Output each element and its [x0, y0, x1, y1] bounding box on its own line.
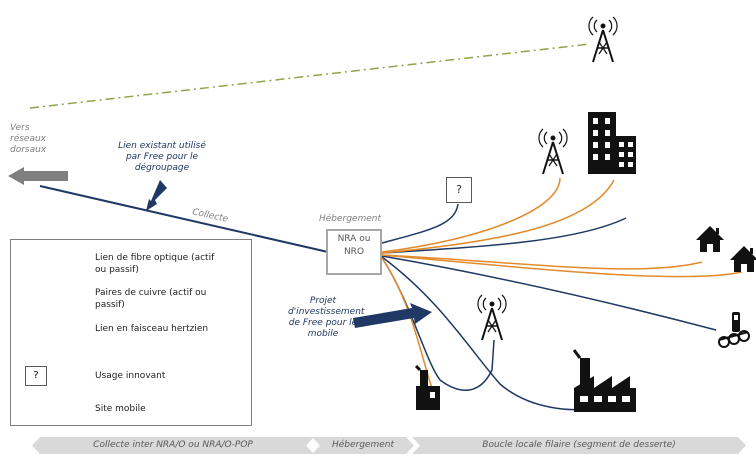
- legend-cuivre: Paires de cuivre (actif ou passif): [95, 288, 207, 310]
- factory-icon: [572, 349, 636, 412]
- cuivre-line: [381, 179, 615, 254]
- collecte-line: [39, 185, 329, 253]
- antenna-icon: [476, 294, 508, 341]
- antenna-icon: [587, 16, 619, 63]
- cuivre-line: [381, 254, 703, 270]
- segment-collecte: Collecte inter NRA/O ou NRA/O-POP: [32, 437, 314, 454]
- house-icon: [730, 246, 756, 272]
- segment-boucle: Boucle locale filaire (segment de desser…: [412, 437, 746, 454]
- arrow-icon: [353, 303, 432, 328]
- fibre-line: [381, 217, 627, 254]
- fibre-line: [381, 203, 459, 244]
- projet-label: Projet d'investissement de Free pour le …: [288, 296, 365, 339]
- antenna-icon: [537, 128, 569, 175]
- nra-node: NRA ou NRO: [326, 229, 382, 275]
- legend-question-box: ?: [25, 366, 47, 386]
- cuivre-line: [381, 177, 561, 253]
- lien-existant-label: Lien existant utilisé par Free pour le d…: [118, 141, 206, 173]
- factory-icon: [414, 364, 440, 410]
- fibre-line: [381, 255, 717, 331]
- legend: Lien de fibre optique (actif ou passif) …: [10, 239, 252, 426]
- house-icon: [696, 226, 724, 252]
- segment-hebergement: Hébergement: [312, 437, 414, 454]
- building-icon: [588, 112, 636, 174]
- cuivre-line: [381, 254, 743, 278]
- radio-link: [29, 43, 591, 109]
- hebergement-label: Hébergement: [318, 214, 382, 224]
- legend-usage: Usage innovant: [95, 371, 166, 381]
- arrow-icon: [146, 180, 167, 211]
- legend-site: Site mobile: [95, 404, 146, 414]
- fibre-line: [381, 256, 591, 411]
- legend-faisceau: Lien en faisceau hertzien: [95, 324, 209, 334]
- fibre-line: [381, 257, 495, 391]
- legend-fibre: Lien de fibre optique (actif ou passif): [95, 253, 215, 275]
- innovative-usage-box: ?: [446, 177, 472, 203]
- bikes-icon: [718, 312, 750, 348]
- arrow-icon: [8, 167, 68, 185]
- vers-label: Vers réseaux dorsaux: [10, 123, 47, 155]
